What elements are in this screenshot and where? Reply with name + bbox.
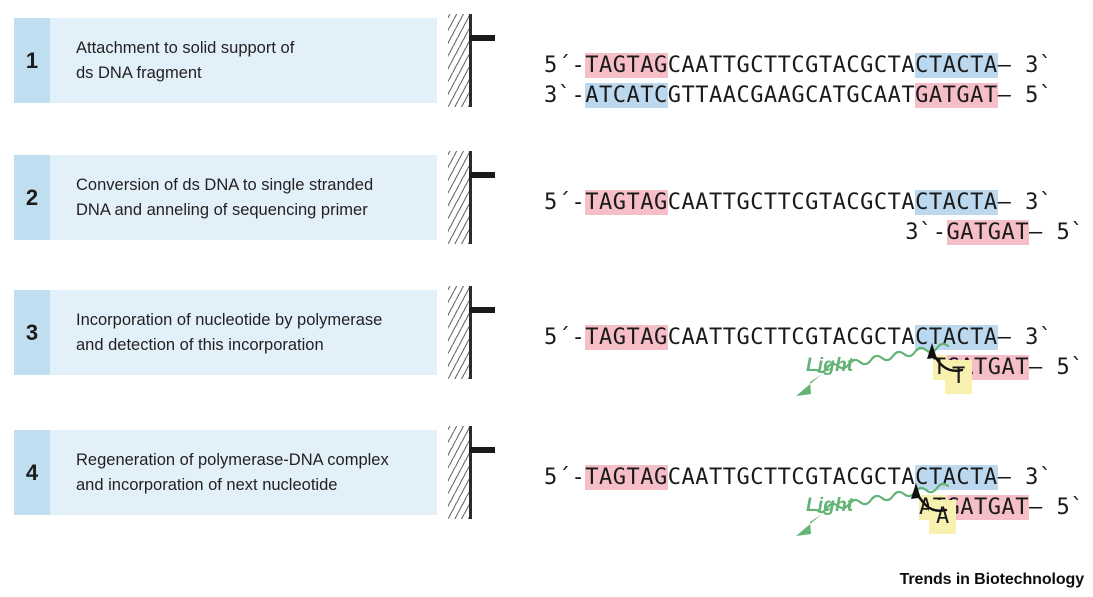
step-4-dna-tether	[469, 447, 495, 453]
step-2-top-adapter-pink: TAGTAG	[585, 190, 668, 215]
step-1-caption-line-1: Attachment to solid support of	[76, 39, 295, 58]
step-3-incorporation-arrow-icon	[927, 343, 964, 372]
step-3-number: 3	[14, 290, 50, 375]
step-2-primer-sequence: GATGAT	[946, 220, 1030, 245]
step-1-top-strand: 5´-TAGTAGCAATTGCTTCGTACGCTACTACTA– 3`	[489, 21, 1053, 111]
step-4-top-3prime-label: – 3`	[997, 465, 1053, 490]
step-3-template-strand: 5´-TAGTAGCAATTGCTTCGTACGCTACTACTA– 3`	[489, 293, 1053, 383]
step-2: 2 Conversion of ds DNA to single strande…	[0, 137, 1093, 267]
step-4-top-adapter-pink: TAGTAG	[585, 465, 668, 490]
step-1-number: 1	[14, 18, 50, 103]
step-1-top-middle: CAATTGCTTCGTACGCTA	[667, 53, 916, 78]
step-1-bottom-middle: GTTAACGAAGCATGCAAT	[667, 83, 916, 108]
step-1-top-3prime-label: – 3`	[997, 53, 1053, 78]
step-2-primer-5prime-label: – 5`	[1029, 220, 1084, 245]
step-3-top-middle: CAATTGCTTCGTACGCTA	[667, 325, 916, 350]
step-4-caption-panel: 4 Regeneration of polymerase-DNA complex…	[14, 430, 437, 515]
solid-support-wall-icon	[448, 286, 472, 379]
step-3-dna-tether	[469, 307, 495, 313]
step-2-caption-text: Conversion of ds DNA to single stranded …	[50, 155, 437, 240]
step-2-top-3prime-label: – 3`	[997, 190, 1053, 215]
solid-support-wall-icon	[448, 14, 472, 107]
step-1-bottom-5prime-label: – 5`	[997, 83, 1053, 108]
step-2-top-5prime-label: 5´-	[543, 190, 586, 215]
step-1-top-adapter-blue: CTACTA	[915, 53, 998, 78]
solid-support-wall-icon	[448, 151, 472, 244]
step-4: 4 Regeneration of polymerase-DNA complex…	[0, 412, 1093, 562]
step-3-top-adapter-blue: CTACTA	[915, 325, 998, 350]
step-4-caption-line-2: and incorporation of next nucleotide	[76, 475, 338, 494]
step-1-caption-panel: 1 Attachment to solid support of ds DNA …	[14, 18, 437, 103]
step-1-bottom-strand: 3`-ATCATCGTTAACGAAGCATGCAATGATGAT– 5`	[489, 51, 1053, 141]
step-4-primer-5prime-label: – 5`	[1029, 495, 1084, 520]
step-3-incorporated-base: T	[932, 355, 947, 380]
step-1-caption-line-2: ds DNA fragment	[76, 63, 202, 82]
step-3-primer-5prime-label: – 5`	[1029, 355, 1084, 380]
step-4-caption-line-1: Regeneration of polymerase-DNA complex	[76, 451, 389, 470]
step-1-bottom-adapter-pink: GATGAT	[915, 83, 998, 108]
step-2-caption-panel: 2 Conversion of ds DNA to single strande…	[14, 155, 437, 240]
step-1-dna-tether	[469, 35, 495, 41]
step-3-caption-panel: 3 Incorporation of nucleotide by polymer…	[14, 290, 437, 375]
step-4-top-5prime-label: 5´-	[543, 465, 586, 490]
step-1-top-adapter-pink: TAGTAG	[585, 53, 668, 78]
step-2-caption-line-1: Conversion of ds DNA to single stranded	[76, 176, 374, 195]
step-3-caption-line-1: Incorporation of nucleotide by polymeras…	[76, 311, 383, 330]
step-3-top-3prime-label: – 3`	[997, 325, 1053, 350]
step-4-template-strand: 5´-TAGTAGCAATTGCTTCGTACGCTACTACTA– 3`	[489, 433, 1053, 523]
step-2-dna-tether	[469, 172, 495, 178]
step-2-caption-line-2: DNA and anneling of sequencing primer	[76, 200, 368, 219]
step-4-top-middle: CAATTGCTTCGTACGCTA	[667, 465, 916, 490]
step-1-bottom-adapter-blue: ATCATC	[585, 83, 668, 108]
step-1-top-5prime-label: 5´-	[543, 53, 586, 78]
step-2-number: 2	[14, 155, 50, 240]
step-2-top-middle: CAATTGCTTCGTACGCTA	[667, 190, 916, 215]
step-2-primer-3prime-label: 3`-	[905, 220, 947, 245]
step-4-caption-text: Regeneration of polymerase-DNA complex a…	[50, 430, 437, 515]
journal-attribution: Trends in Biotechnology	[899, 571, 1084, 588]
step-3: 3 Incorporation of nucleotide by polymer…	[0, 272, 1093, 422]
step-3-top-adapter-pink: TAGTAG	[585, 325, 668, 350]
step-2-template-strand: 5´-TAGTAGCAATTGCTTCGTACGCTACTACTA– 3`	[489, 158, 1053, 248]
solid-support-wall-icon	[448, 426, 472, 519]
step-4-number: 4	[14, 430, 50, 515]
step-3-top-5prime-label: 5´-	[543, 325, 586, 350]
step-4-primer-sequence: GATGAT	[946, 495, 1030, 520]
step-1: 1 Attachment to solid support of ds DNA …	[0, 0, 1093, 130]
step-1-caption-text: Attachment to solid support of ds DNA fr…	[50, 18, 437, 103]
step-4-incorporation-arrow-icon	[911, 483, 948, 512]
step-3-light-emission-arrow-icon	[796, 342, 950, 396]
step-3-caption-text: Incorporation of nucleotide by polymeras…	[50, 290, 437, 375]
step-2-sequencing-primer: 3`-GATGAT– 5`	[850, 188, 1084, 278]
step-4-top-adapter-blue: CTACTA	[915, 465, 998, 490]
step-3-caption-line-2: and detection of this incorporation	[76, 335, 324, 354]
step-2-top-adapter-blue: CTACTA	[915, 190, 998, 215]
step-1-bottom-3prime-label: 3`-	[543, 83, 586, 108]
step-4-light-emission-arrow-icon	[796, 482, 950, 536]
